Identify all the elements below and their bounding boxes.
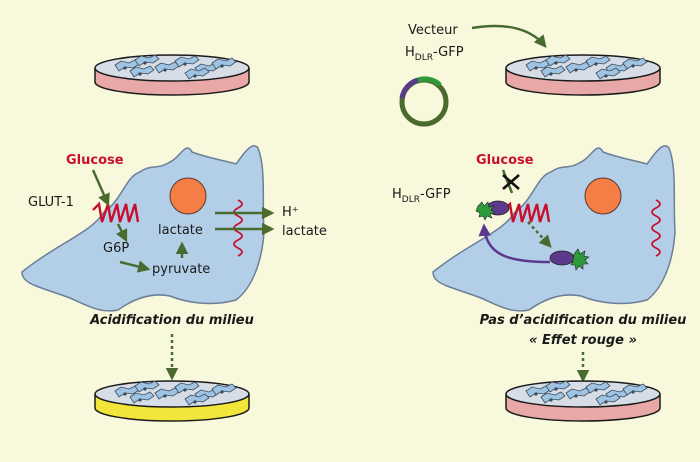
glut1-transporter-right: [503, 201, 551, 223]
lactate-extracellular-label: lactate: [282, 224, 327, 239]
h-plus-label: H⁺: [282, 205, 299, 220]
nucleus-right: [584, 177, 622, 215]
culture-dish-top-left: [94, 54, 250, 96]
hdlr-gfp-label: HDLR-GFP: [392, 187, 451, 205]
caption-right-line2: « Effet rouge »: [529, 333, 637, 348]
plasmid-vector: [399, 76, 449, 127]
vector-label: Vecteur: [408, 23, 458, 38]
glut1-transporter: [92, 201, 140, 223]
culture-dish-bottom-right: [505, 380, 661, 422]
culture-dish-bottom-left: [94, 380, 250, 422]
cell-right: [432, 145, 676, 312]
glucose-label-right: Glucose: [476, 153, 534, 168]
caption-left: Acidification du milieu: [89, 313, 254, 328]
hdlr-gfp-free-icon: [549, 248, 590, 271]
cell-left: [21, 145, 275, 312]
pyruvate-label: pyruvate: [152, 262, 210, 277]
recycle-arrow: [478, 223, 551, 264]
blocked-glucose-arrow: [501, 169, 514, 194]
glucose-label-left: Glucose: [66, 153, 124, 168]
vector-name-label: HDLR-GFP: [405, 45, 464, 63]
nucleus-left: [169, 177, 207, 215]
g6p-label: G6P: [103, 241, 129, 256]
lactate-intracellular-label: lactate: [158, 223, 203, 238]
arrow-vector-to-dish: [471, 24, 547, 48]
block-cross-icon: [502, 174, 520, 190]
glut1-label: GLUT-1: [28, 195, 74, 210]
transporter-right-membrane: [651, 199, 661, 257]
hdlr-gfp-bound-icon: [475, 200, 510, 221]
culture-dish-top-right: [505, 54, 661, 96]
caption-right-line1: Pas d’acidification du milieu: [480, 313, 687, 328]
